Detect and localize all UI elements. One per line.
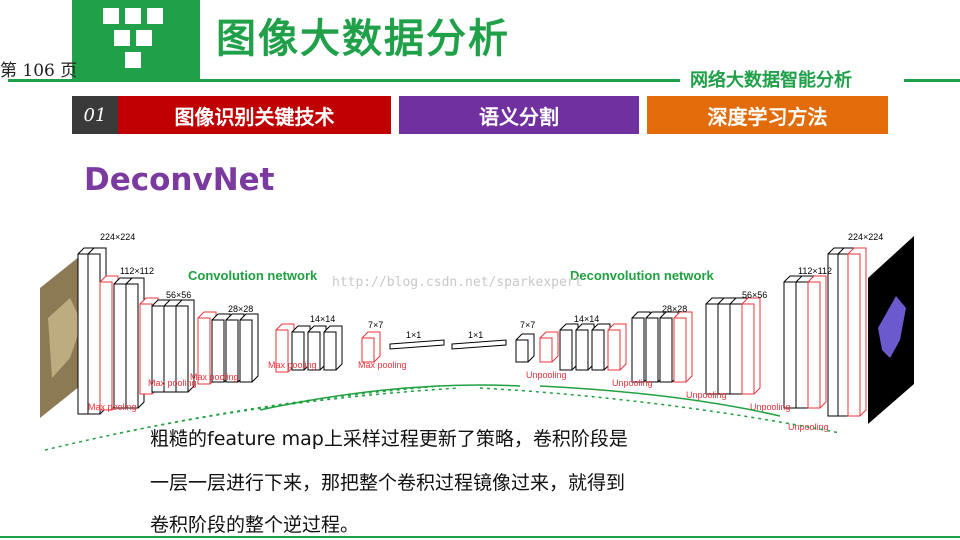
layer-block-face — [539, 337, 553, 363]
size-label: 224×224 — [100, 232, 135, 242]
layer-block-face — [113, 283, 127, 409]
layer-block-face — [515, 339, 529, 363]
layer-block-face — [291, 331, 305, 371]
tab-deep-learning[interactable]: 深度学习方法 — [647, 96, 888, 134]
max-pooling-label: Max pooling — [148, 378, 197, 388]
layer-block-face — [807, 281, 821, 409]
layer-block-face — [705, 303, 719, 395]
size-label: 14×14 — [574, 314, 599, 324]
page-number: 第 106 页 — [0, 61, 78, 81]
size-label: 56×56 — [166, 290, 191, 300]
logo-box — [72, 0, 200, 80]
unpooling-label: Unpooling — [526, 370, 567, 380]
layer-block-face — [307, 331, 321, 371]
max-pooling-label: Max pooling — [358, 360, 407, 370]
layer-block-face — [783, 281, 797, 409]
tab-index: 01 — [72, 96, 118, 134]
size-label: 56×56 — [742, 290, 767, 300]
layer-block-face — [275, 329, 289, 373]
caption-line-3: 卷积阶段的整个逆过程。 — [150, 514, 360, 536]
layer-block-face — [211, 319, 225, 383]
layer-block-face — [591, 329, 605, 371]
max-pooling-label: Max pooling — [268, 360, 317, 370]
size-label: 28×28 — [662, 304, 687, 314]
header-rule-left — [8, 79, 680, 82]
layer-block-face — [87, 253, 101, 415]
layer-block-face — [741, 303, 755, 395]
watermark: http://blog.csdn.net/sparkexpert — [332, 275, 582, 290]
size-label: 28×28 — [228, 304, 253, 314]
deconv-network-title: Deconvolution network — [570, 268, 715, 283]
layer-block-face — [361, 337, 375, 363]
conv-network-title: Convolution network — [188, 268, 318, 283]
layer-block-face — [175, 305, 189, 393]
layer-block-face — [645, 317, 659, 383]
tab-semantic-segmentation[interactable]: 语义分割 — [399, 96, 639, 134]
flow-arrow-solid — [259, 384, 521, 411]
size-label: 112×112 — [120, 266, 154, 276]
layer-block-face — [197, 317, 211, 385]
size-label: 14×14 — [310, 314, 335, 324]
layer-block-face — [99, 281, 113, 411]
layer-block-face — [631, 317, 645, 383]
layer-block-face — [575, 329, 589, 371]
layer-block-face — [607, 329, 621, 371]
caption-line-1: 粗糙的feature map上采样过程更新了策略，卷积阶段是 — [150, 428, 628, 450]
convolution-blocks — [77, 247, 381, 415]
size-label: 1×1 — [468, 330, 483, 340]
deconvolution-blocks — [515, 247, 867, 417]
max-pooling-label: Max pooling — [190, 372, 239, 382]
deconvnet-diagram: Convolution network Deconvolution networ… — [40, 232, 914, 451]
unpooling-label: Unpooling — [750, 402, 791, 412]
caption-line-2: 一层一层进行下来，那把整个卷积过程镜像过来，就得到 — [150, 472, 626, 494]
unpooling-label: Unpooling — [612, 378, 653, 388]
layer-block-face — [239, 319, 253, 383]
size-label: 224×224 — [848, 232, 883, 242]
layer-block-face — [225, 319, 239, 383]
layer-block-face — [847, 253, 861, 417]
layer-block-face — [559, 329, 573, 371]
tab-image-recognition[interactable]: 图像识别关键技术 — [118, 96, 391, 134]
size-label: 7×7 — [520, 320, 535, 330]
header-subtitle: 网络大数据智能分析 — [690, 70, 852, 91]
size-label: 7×7 — [368, 320, 383, 330]
max-pooling-label: Max pooling — [88, 402, 137, 412]
unpooling-label: Unpooling — [686, 390, 727, 400]
size-label: 112×112 — [798, 266, 832, 276]
cubes-logo-icon — [103, 8, 163, 68]
layer-block-face — [323, 331, 337, 371]
layer-block-face — [673, 317, 687, 383]
layer-block-face — [795, 281, 809, 409]
layer-block-face — [125, 283, 139, 409]
layer-block-face — [717, 303, 731, 395]
output-segmentation-image — [868, 236, 914, 424]
layer-block-face — [659, 317, 673, 383]
layer-block-face — [729, 303, 743, 395]
flow-arrow-solid — [539, 385, 781, 417]
section-heading: DeconvNet — [84, 162, 275, 198]
header-rule-right — [904, 79, 960, 82]
page-title: 图像大数据分析 — [216, 16, 510, 62]
size-label: 1×1 — [406, 330, 421, 340]
footer-rule — [0, 536, 960, 538]
fully-connected-layers — [389, 339, 507, 350]
